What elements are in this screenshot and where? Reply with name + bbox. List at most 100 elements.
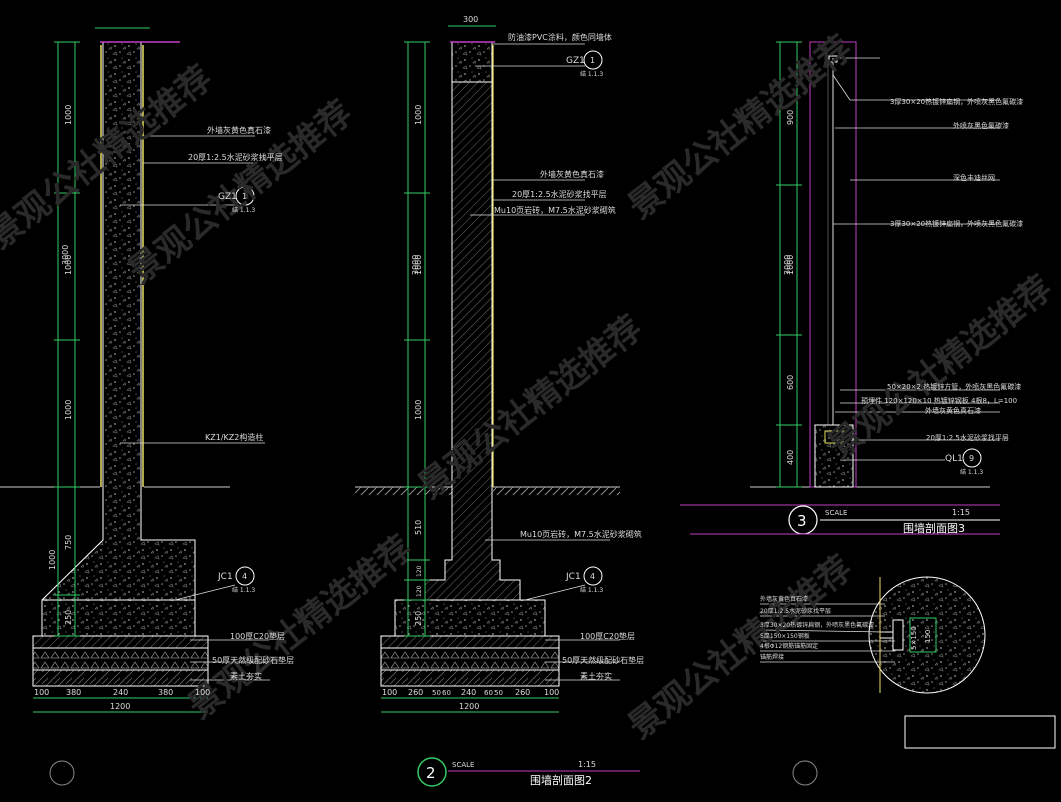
bottom-dim: 240 <box>113 688 128 697</box>
detail-plate <box>892 619 904 651</box>
base-layer-soil <box>380 669 560 687</box>
callout-ref: 结 1.1.3 <box>960 468 983 476</box>
callout-ref: 结 1.1.3 <box>580 70 603 78</box>
detail-note: 4根Φ12钢筋锚筋固定 <box>760 642 818 650</box>
detail-note: 5厚150×150钢板 <box>760 632 810 640</box>
bottom-total: 1200 <box>459 702 479 711</box>
base-note: 100厚C20垫层 <box>230 631 285 641</box>
scale-value: 1:15 <box>578 760 596 769</box>
scale-value: 1:15 <box>952 508 970 517</box>
bottom-dim: 50 <box>494 689 503 697</box>
ground-hatch <box>493 487 620 495</box>
callout-num: 4 <box>590 572 595 581</box>
bottom-dim: 50 <box>432 689 441 697</box>
labels: 3000 1000 1000 1000 750 250 1000 外墙灰黄色真石… <box>34 15 1023 787</box>
bottom-dim: 60 <box>484 689 493 697</box>
dim-text: 900 <box>786 110 795 125</box>
dim-text: 1000 <box>64 400 73 420</box>
callout-num: 1 <box>242 192 247 201</box>
note: 外墙灰黄色真石漆 <box>540 169 604 179</box>
note: 20厚1:2.5水泥砂浆找平层 <box>512 189 607 199</box>
detail-circle <box>868 576 986 694</box>
detail-bar <box>879 631 894 639</box>
dim-text: 120 <box>416 585 423 597</box>
base-layer-gravel <box>32 647 209 671</box>
callout-name: QL1 <box>945 454 963 464</box>
dim-text: 600 <box>786 375 795 390</box>
base-note: 素土夯实 <box>580 671 612 681</box>
note: 外墙灰黄色真石漆 <box>207 125 271 135</box>
callout-name: JC1 <box>217 572 233 582</box>
ql1-beam <box>814 424 854 488</box>
note: 3厚30×20热镀锌扁钢，外喷灰黑色氟碳漆 <box>890 219 1023 228</box>
callout-ref: 结 1.1.3 <box>580 586 603 594</box>
bottom-dim: 100 <box>195 688 210 697</box>
dim-text: 250 <box>414 611 423 626</box>
scale-label: SCALE <box>452 761 474 769</box>
section-2 <box>355 25 640 787</box>
section-3 <box>680 41 1000 535</box>
bottom-dim: 260 <box>515 688 530 697</box>
blank-title-box <box>904 715 1056 749</box>
callout-name: GZ1 <box>566 56 585 66</box>
detail-note: 3厚30×20热镀锌扁钢，外喷灰黑色氟碳漆 <box>760 621 874 629</box>
title-circle <box>417 757 447 787</box>
base-note: 素土夯实 <box>230 671 262 681</box>
bottom-dim: 260 <box>408 688 423 697</box>
detail-dim-box <box>909 617 937 653</box>
callout-name: GZ1 <box>218 192 237 202</box>
drawing-title: 围墙剖面图3 <box>903 521 965 535</box>
note: KZ1/KZ2构造柱 <box>205 432 263 442</box>
note: Mu10页岩砖，M7.5水泥砂浆砌筑 <box>494 205 616 215</box>
base-note: 100厚C20垫层 <box>580 631 635 641</box>
callout-name: JC1 <box>565 572 581 582</box>
callout-num: 9 <box>969 454 974 463</box>
dim-text: 3000 <box>411 255 420 275</box>
leaders <box>832 57 1000 461</box>
dim-text: 1000 <box>64 105 73 125</box>
gz-callout-circle <box>235 186 255 206</box>
note: 3厚30×20热镀锌扁钢，外喷灰黑色氟碳漆 <box>890 97 1023 106</box>
post-top <box>828 55 838 63</box>
gz-callout-circle <box>583 50 603 70</box>
note: Mu10页岩砖，M7.5水泥砂浆砌筑 <box>520 529 642 539</box>
base-layer-c20 <box>380 635 560 649</box>
note: 20厚1:2.5水泥砂浆找平层 <box>188 152 283 162</box>
watermark: 景观公社精选推荐 <box>411 308 650 507</box>
detail-dim: 5×150 <box>910 626 918 650</box>
base-layer-soil <box>32 669 209 687</box>
bottom-dim: 60 <box>442 689 451 697</box>
dim-text: 3000 <box>783 255 792 275</box>
base-layer-c20 <box>32 635 209 649</box>
base-layer-gravel <box>380 647 560 671</box>
detail-note: 20厚1:2.5水泥砂浆找平层 <box>760 607 831 615</box>
dim-text: 1000 <box>414 105 423 125</box>
bottom-dim: 100 <box>544 688 559 697</box>
dim-text: 1000 <box>414 255 423 275</box>
detail-dim: 150 <box>924 630 932 643</box>
dim-text: 120 <box>416 565 423 577</box>
title-num: 3 <box>797 512 807 530</box>
dim-text: 1000 <box>64 255 73 275</box>
dim-ticks <box>54 41 80 637</box>
bottom-dim: 100 <box>34 688 49 697</box>
base-note: 50厚天然级配砂石垫层 <box>212 655 294 665</box>
note: 20厚1:2.5水泥砂浆找平层 <box>926 433 1009 442</box>
watermark: 景观公社精选推荐 <box>621 548 860 747</box>
dim-text: 1000 <box>414 400 423 420</box>
bottom-circle-right <box>792 760 818 786</box>
drawing-title: 围墙剖面图2 <box>530 773 592 787</box>
note: 50×20×2 热镀锌方管，外喷灰黑色氟碳漆 <box>887 382 1021 391</box>
note: 外墙灰黄色真石漆 <box>925 406 981 415</box>
dim-text: 1000 <box>48 550 57 570</box>
dim-text: 3000 <box>61 245 70 265</box>
coping-block <box>451 41 493 83</box>
callout-ref: 结 1.1.3 <box>232 586 255 594</box>
detail-leaders <box>759 603 895 663</box>
dim-text: 750 <box>64 535 73 550</box>
bottom-total: 1200 <box>110 702 130 711</box>
top-dim: 300 <box>463 15 478 24</box>
jc-callout-circle <box>235 566 255 586</box>
